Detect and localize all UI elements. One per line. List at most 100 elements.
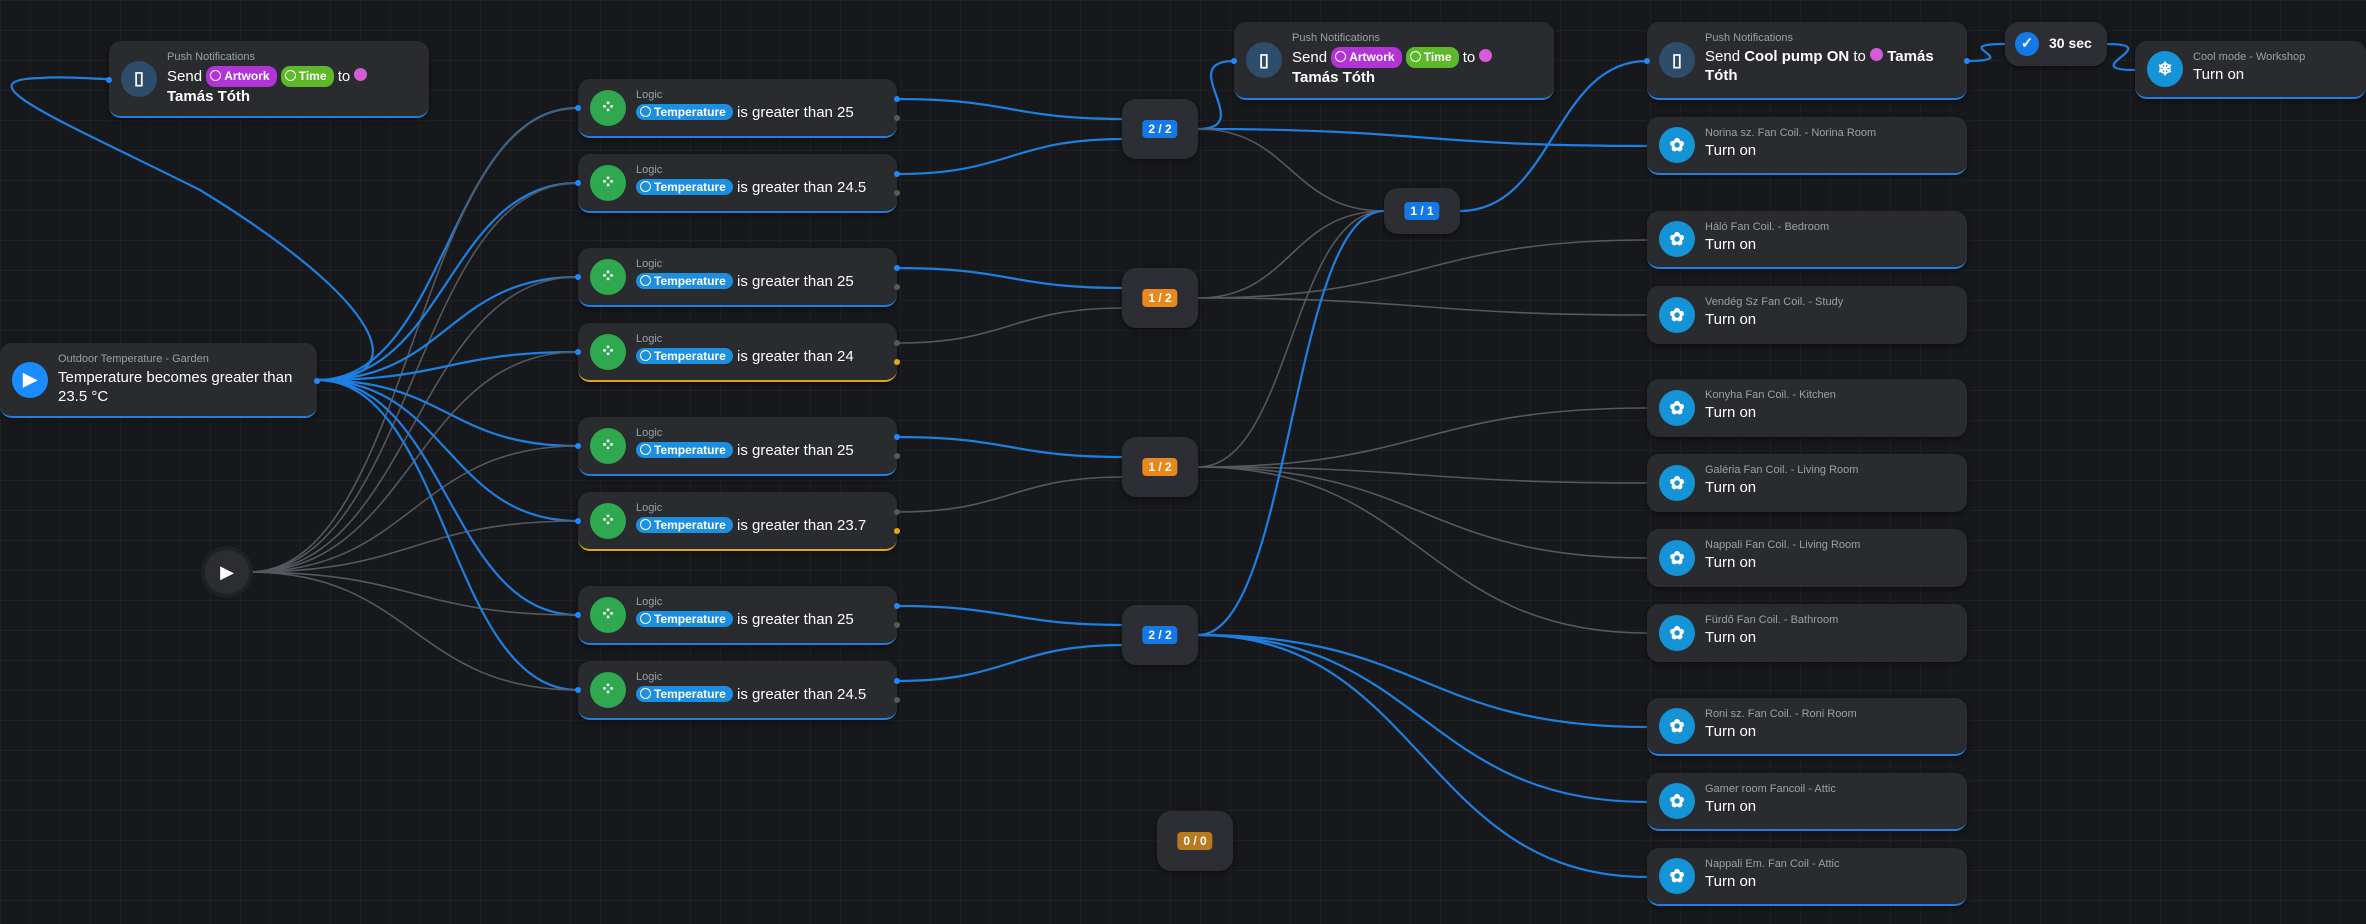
false-port[interactable]: [894, 697, 900, 703]
true-port[interactable]: [894, 340, 900, 346]
false-port[interactable]: [894, 622, 900, 628]
input-port[interactable]: [575, 274, 581, 280]
notification-subtitle: Push Notifications: [167, 51, 256, 63]
fan-coil-icon: ✿: [1659, 297, 1695, 333]
device-node-roni-room[interactable]: ✿ Roni sz. Fan Coil. - Roni Room Turn on: [1647, 698, 1967, 756]
device-action: Turn on: [1705, 873, 1757, 890]
logic-condition: Temperature is greater than 25: [636, 104, 854, 121]
device-node-study[interactable]: ✿ Vendég Sz Fan Coil. - Study Turn on: [1647, 286, 1967, 344]
logic-node-7[interactable]: ⁘ Logic Temperature is greater than 25: [575, 586, 900, 645]
logic-condition: Temperature is greater than 25: [636, 273, 854, 290]
input-port[interactable]: [106, 77, 112, 83]
true-port[interactable]: [894, 509, 900, 515]
empty-gate[interactable]: 0 / 0: [1157, 811, 1233, 871]
or-gate-1[interactable]: 1 / 2: [1122, 268, 1198, 328]
input-port[interactable]: [575, 180, 581, 186]
false-port[interactable]: [894, 528, 900, 534]
input-port[interactable]: [575, 349, 581, 355]
device-node-gamer-room-attic[interactable]: ✿ Gamer room Fancoil - Attic Turn on: [1647, 773, 1967, 831]
device-node-nappali-attic[interactable]: ✿ Nappali Em. Fan Coil - Attic Turn on: [1647, 848, 1967, 906]
device-action: Turn on: [1705, 142, 1757, 159]
device-action: Turn on: [1705, 236, 1757, 253]
trigger-node-outdoor-temperature[interactable]: ▶ Outdoor Temperature - Garden Temperatu…: [0, 343, 320, 418]
input-port[interactable]: [575, 612, 581, 618]
wire-play-to-logic: [248, 107, 579, 573]
logic-subtitle: Logic: [636, 333, 663, 345]
logic-node-4[interactable]: ⁘ Logic Temperature is greater than 24: [575, 323, 900, 382]
logic-node-1[interactable]: ⁘ Logic Temperature is greater than 25: [575, 79, 900, 138]
device-subtitle: Nappali Fan Coil. - Living Room: [1705, 539, 1861, 551]
true-port[interactable]: [894, 678, 900, 684]
user-avatar-icon: [1870, 48, 1884, 61]
fan-coil-icon: ✿: [1659, 127, 1695, 163]
input-port[interactable]: [575, 518, 581, 524]
phone-icon: ▯: [121, 60, 157, 97]
wire-trigger-to-logic: [316, 275, 579, 382]
artwork-chip: Artwork: [1331, 47, 1402, 68]
device-node-kitchen[interactable]: ✿ Konyha Fan Coil. - Kitchen Turn on: [1647, 379, 1967, 437]
logic-icon: ⁘: [590, 671, 626, 708]
delay-node[interactable]: ✓ 30 sec: [2005, 22, 2107, 66]
notification-message: Send Artwork Time to Tamás Tóth: [1292, 47, 1544, 87]
fan-coil-icon: ✿: [1659, 465, 1695, 501]
input-port[interactable]: [575, 443, 581, 449]
device-action: Turn on: [1705, 629, 1757, 646]
wire-logic-to-gate: [896, 643, 1125, 683]
push-notification-node-3[interactable]: ▯ Push Notifications Send Cool pump ON t…: [1644, 22, 1970, 100]
output-port[interactable]: [1964, 58, 1970, 64]
device-node-bedroom[interactable]: ✿ Háló Fan Coil. - Bedroom Turn on: [1647, 211, 1967, 269]
true-port[interactable]: [894, 171, 900, 177]
device-action: Turn on: [1705, 723, 1757, 740]
wire-logic-to-gate: [896, 97, 1125, 121]
device-subtitle: Fürdő Fan Coil. - Bathroom: [1705, 614, 1839, 626]
false-port[interactable]: [894, 115, 900, 121]
wire-logic-to-gate: [896, 137, 1125, 176]
and-gate-2[interactable]: 2 / 2: [1122, 605, 1198, 665]
logic-node-8[interactable]: ⁘ Logic Temperature is greater than 24.5: [575, 661, 900, 720]
device-action: Turn on: [1705, 798, 1757, 815]
input-port[interactable]: [575, 687, 581, 693]
false-port[interactable]: [894, 284, 900, 290]
false-port[interactable]: [894, 190, 900, 196]
logic-icon: ⁘: [590, 427, 626, 464]
wire-notification-to-delay: [1966, 42, 2006, 63]
logic-node-2[interactable]: ⁘ Logic Temperature is greater than 24.5: [575, 154, 900, 213]
logic-icon: ⁘: [590, 258, 626, 295]
and-gate-1[interactable]: 2 / 2: [1122, 99, 1198, 159]
output-port[interactable]: [314, 378, 320, 384]
false-port[interactable]: [894, 359, 900, 365]
push-notification-node-2[interactable]: ▯ Push Notifications Send Artwork Time t…: [1231, 22, 1554, 100]
or-gate-merge[interactable]: 1 / 1: [1384, 188, 1460, 234]
device-node-galeria-living-room[interactable]: ✿ Galéria Fan Coil. - Living Room Turn o…: [1647, 454, 1967, 512]
logic-node-5[interactable]: ⁘ Logic Temperature is greater than 25: [575, 417, 900, 476]
device-node-norina-room[interactable]: ✿ Norina sz. Fan Coil. - Norina Room Tur…: [1647, 117, 1967, 175]
logic-icon: ⁘: [590, 502, 626, 539]
wire-gate-to-device: [1197, 633, 1648, 879]
input-port[interactable]: [1231, 58, 1237, 64]
true-port[interactable]: [894, 96, 900, 102]
logic-node-3[interactable]: ⁘ Logic Temperature is greater than 25: [575, 248, 900, 307]
manual-run-button[interactable]: ▶: [205, 550, 249, 594]
notification-subtitle: Push Notifications: [1292, 32, 1381, 44]
cool-mode-node[interactable]: ❄ Cool mode - Workshop Turn on: [2135, 41, 2366, 99]
notification-subtitle: Push Notifications: [1705, 32, 1794, 44]
device-node-nappali-living-room[interactable]: ✿ Nappali Fan Coil. - Living Room Turn o…: [1647, 529, 1967, 587]
check-icon: ✓: [2015, 32, 2039, 56]
input-port[interactable]: [575, 105, 581, 111]
input-port[interactable]: [1644, 58, 1650, 64]
logic-icon: ⁘: [590, 164, 626, 201]
fan-coil-icon: ✿: [1659, 615, 1695, 651]
push-notification-node-1[interactable]: ▯ Push Notifications Send Artwork Time t…: [106, 41, 429, 118]
logic-subtitle: Logic: [636, 671, 663, 683]
true-port[interactable]: [894, 434, 900, 440]
wire-gate-to-merge: [1197, 210, 1385, 299]
logic-node-6[interactable]: ⁘ Logic Temperature is greater than 23.7: [575, 492, 900, 551]
time-chip: Time: [280, 66, 334, 87]
device-node-bathroom[interactable]: ✿ Fürdő Fan Coil. - Bathroom Turn on: [1647, 604, 1967, 662]
true-port[interactable]: [894, 265, 900, 271]
device-action: Turn on: [2193, 66, 2245, 83]
true-port[interactable]: [894, 603, 900, 609]
wire-logic-to-gate: [896, 266, 1125, 290]
or-gate-2[interactable]: 1 / 2: [1122, 437, 1198, 497]
false-port[interactable]: [894, 453, 900, 459]
